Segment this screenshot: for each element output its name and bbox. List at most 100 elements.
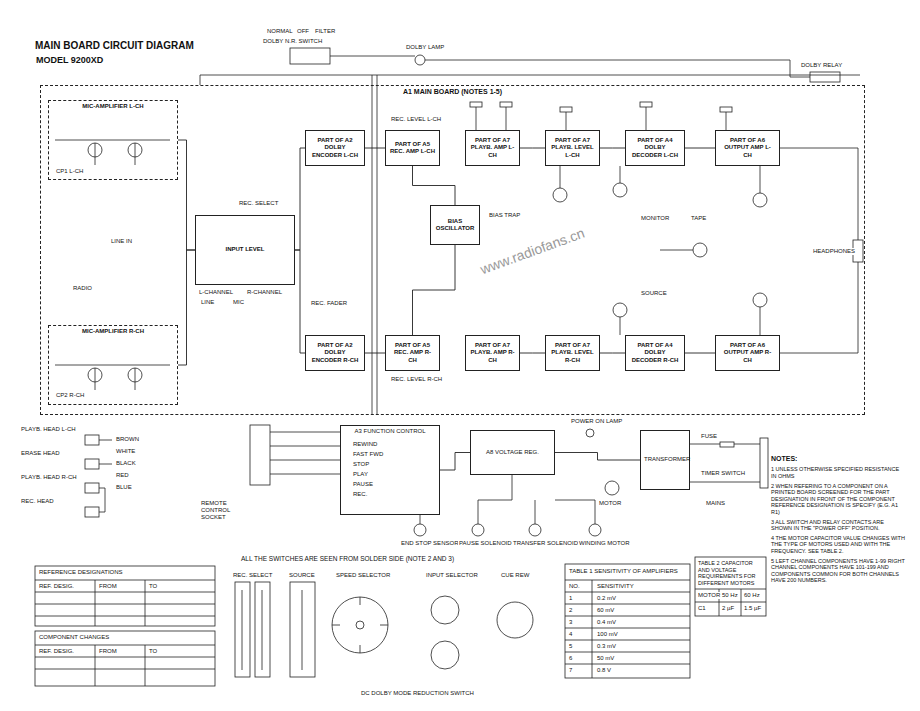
block-label: TRANSFORMER <box>644 456 686 463</box>
wire <box>780 148 858 353</box>
watermark: www.radiofans.cn <box>477 224 588 278</box>
wire <box>420 475 595 524</box>
signal-wire <box>600 148 625 149</box>
part-label: INPUT SELECTOR <box>425 572 479 579</box>
block-label: PART OF A6 OUTPUT AMP L-CH <box>719 137 776 159</box>
table-title: TABLE 1 SENSITIVITY OF AMPLIFIERS <box>568 568 679 575</box>
head-label: PLAYB. HEAD R-CH <box>20 474 78 481</box>
part-label: TIMER SWITCH <box>700 470 746 477</box>
block-label: PART OF A2 DOLBY ENCODER R-CH <box>309 342 361 364</box>
rotary-switch <box>332 597 388 653</box>
table-cell: 100 mV <box>596 631 619 638</box>
switch-contact <box>242 590 388 670</box>
table-cell: FROM <box>98 648 118 655</box>
part-label: REC. SELECT <box>232 572 273 579</box>
notes-heading: NOTES: <box>770 455 798 463</box>
table-cell: 60 mV <box>596 607 615 614</box>
head-symbol <box>85 483 99 493</box>
resistor-symbol <box>720 107 732 112</box>
wire-colour: BROWN <box>115 436 140 443</box>
solenoid-symbol <box>472 524 484 536</box>
transistor-symbol <box>753 293 767 307</box>
part-label: POWER ON LAMP <box>570 418 623 425</box>
block-label: PART OF A6 OUTPUT AMP R-CH <box>719 342 776 364</box>
table-cell: NO. <box>568 583 581 590</box>
wire-colour: WHITE <box>115 448 136 455</box>
block-label: PART OF A4 DOLBY DECODER L-CH <box>629 137 681 159</box>
table-cell: 6 <box>568 655 573 662</box>
part-label: REC. FADER <box>310 300 348 307</box>
encoder-block: PART OF A2 DOLBY ENCODER L-CH <box>305 130 365 166</box>
amplifier-block: MIC-AMPLIFIER L-CH <box>48 100 178 180</box>
table-cell: C1 <box>697 605 707 612</box>
table-title: COMPONENT CHANGES <box>38 634 110 641</box>
sensor-symbol <box>414 524 426 536</box>
block-label: MIC-AMPLIFIER R-CH <box>81 328 145 335</box>
table-rule <box>695 589 766 616</box>
table-cell: 2 <box>568 607 573 614</box>
solenoid-symbol <box>529 524 541 536</box>
table-cell: SENSITIVITY <box>596 583 635 590</box>
part-label: MIC <box>232 299 245 306</box>
motor-symbol <box>589 524 601 536</box>
signal-wire <box>440 453 470 471</box>
transistor-symbol <box>613 303 627 317</box>
part-label: RADIO <box>72 285 93 292</box>
signal-wire <box>685 353 715 354</box>
socket-symbol <box>250 425 270 485</box>
part-label: FUSE <box>700 433 718 440</box>
note-text: 4 THE MOTOR CAPACITOR VALUE CHANGES WITH… <box>770 535 907 555</box>
block-label: PART OF A4 DOLBY DECODER R-CH <box>629 342 681 364</box>
resistor-symbol <box>560 107 572 112</box>
part-label: REC. SELECT <box>238 200 279 207</box>
wire <box>330 56 810 77</box>
table-cell: 2 µF <box>721 605 735 612</box>
amplifier-block: PART OF A5 REC. AMP R-CH <box>385 335 440 371</box>
block-label: PART OF A7 PLAYB. AMP R-CH <box>469 342 516 364</box>
decoder-block: PART OF A4 DOLBY DECODER L-CH <box>625 130 685 166</box>
wire <box>690 444 760 482</box>
part-label: CP2 R-CH <box>55 392 85 399</box>
signal-wire <box>295 148 305 250</box>
wire-colour: BLACK <box>115 460 137 467</box>
model-number: MODEL 9200XD <box>35 55 104 66</box>
resistor-symbol <box>640 102 652 107</box>
block-label: INPUT LEVEL <box>224 246 265 253</box>
wire <box>55 140 170 390</box>
table-cell: 3 <box>568 619 573 626</box>
function-control-block: A3 FUNCTION CONTROL <box>340 425 440 515</box>
transistor-symbol <box>613 183 627 197</box>
block-label: BIAS OSCILLATOR <box>434 218 476 232</box>
wire <box>476 107 726 130</box>
oscillator-block: BIAS OSCILLATOR <box>430 205 480 245</box>
table-frame <box>695 557 766 616</box>
resistor-symbol <box>470 102 482 107</box>
motor-symbol <box>605 481 619 495</box>
part-label: REMOTE CONTROL SOCKET <box>200 500 252 522</box>
block-label: MIC-AMPLIFIER L-CH <box>81 103 144 110</box>
part-label: SPEED SELECTOR <box>335 572 391 579</box>
block-label: PART OF A2 DOLBY ENCODER L-CH <box>309 137 361 159</box>
block-label: PART OF A7 PLAYB. LEVEL R-CH <box>549 342 596 364</box>
part-label: DOLBY RELAY <box>800 62 843 69</box>
part-label: REC. LEVEL R-CH <box>390 376 443 383</box>
transistor-symbol <box>88 143 102 157</box>
rotary-switch <box>497 602 533 638</box>
part-label: DOLBY N.R. SWITCH <box>262 38 323 45</box>
table-cell: 1 <box>568 595 573 602</box>
decoder-block: PART OF A4 DOLBY DECODER R-CH <box>625 335 685 371</box>
lamp-symbol <box>586 429 594 437</box>
amplifier-block: MIC-AMPLIFIER R-CH <box>48 325 178 405</box>
resistor-symbol <box>500 102 512 107</box>
signal-wire <box>600 353 625 354</box>
table-cell: TO <box>148 648 158 655</box>
block-label: PART OF A7 PLAYB. AMP L-CH <box>469 137 516 159</box>
part-label: DOLBY LAMP <box>405 44 445 51</box>
switch-symbol <box>290 582 315 677</box>
part-label: FILTER <box>314 28 336 35</box>
wire <box>99 440 112 512</box>
head-label: REC. HEAD <box>20 498 55 505</box>
lamp-symbol <box>415 55 425 65</box>
rotary-switch <box>356 621 364 629</box>
